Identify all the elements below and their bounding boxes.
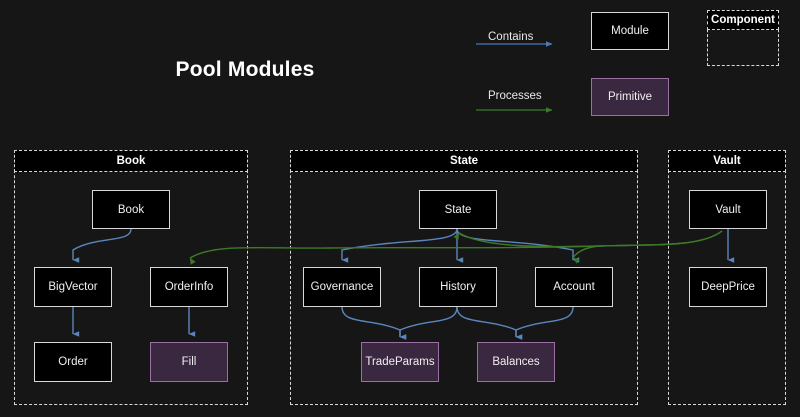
node-bigvector-label: BigVector xyxy=(48,281,98,293)
node-balances-label: Balances xyxy=(492,356,540,368)
node-history[interactable]: History xyxy=(419,267,497,307)
node-fill-label: Fill xyxy=(181,356,197,368)
legend-component-label: Component xyxy=(711,14,775,26)
group-book-header: Book xyxy=(14,150,248,172)
node-vault[interactable]: Vault xyxy=(689,190,767,229)
node-book-label: Book xyxy=(117,203,145,216)
node-fill[interactable]: Fill xyxy=(150,342,228,382)
node-account[interactable]: Account xyxy=(535,267,613,307)
node-balances[interactable]: Balances xyxy=(477,342,555,382)
node-tradeparams[interactable]: TradeParams xyxy=(361,342,439,382)
node-order[interactable]: Order xyxy=(34,342,112,382)
node-orderinfo-label: OrderInfo xyxy=(164,281,214,293)
node-deepprice[interactable]: DeepPrice xyxy=(689,267,767,307)
node-governance[interactable]: Governance xyxy=(303,267,381,307)
group-state-label: State xyxy=(449,155,479,167)
node-state[interactable]: State xyxy=(419,190,497,229)
legend-component-header: Component xyxy=(707,10,779,30)
legend-contains-label: Contains xyxy=(488,31,534,43)
node-account-label: Account xyxy=(553,281,595,293)
legend-module-label: Module xyxy=(611,25,649,37)
node-state-label: State xyxy=(444,203,472,216)
node-tradeparams-label: TradeParams xyxy=(365,356,435,368)
group-vault-label: Vault xyxy=(713,155,741,167)
group-book-label: Book xyxy=(116,155,146,167)
group-state-header: State xyxy=(290,150,638,172)
node-order-label: Order xyxy=(58,356,88,368)
legend-module-sample: Module xyxy=(591,12,669,50)
node-orderinfo[interactable]: OrderInfo xyxy=(150,267,228,307)
legend-primitive-sample: Primitive xyxy=(591,78,669,116)
node-history-label: History xyxy=(440,281,476,293)
node-deepprice-label: DeepPrice xyxy=(701,281,755,293)
node-bigvector[interactable]: BigVector xyxy=(34,267,112,307)
node-book[interactable]: Book xyxy=(92,190,170,229)
node-vault-label: Vault xyxy=(715,203,741,216)
group-vault-header: Vault xyxy=(668,150,786,172)
legend-primitive-label: Primitive xyxy=(607,91,653,103)
page-title: Pool Modules xyxy=(175,58,315,81)
legend-processes-label: Processes xyxy=(488,90,542,102)
node-governance-label: Governance xyxy=(310,281,374,293)
